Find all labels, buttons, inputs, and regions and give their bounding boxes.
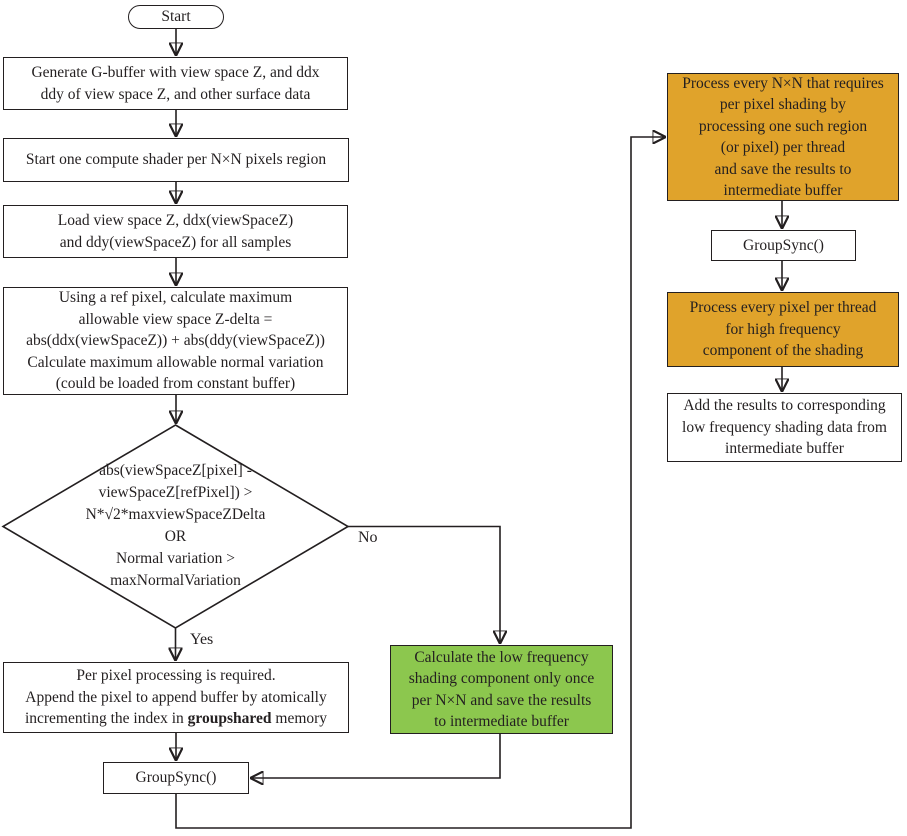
node-start-label: Start	[161, 8, 191, 26]
node-high-frequency: Process every pixel per thread for high …	[667, 292, 899, 367]
node-ref-pixel-calc-text: Using a ref pixel, calculate maximum all…	[26, 289, 325, 393]
node-load-view-space-text: Load view space Z, ddx(viewSpaceZ) and d…	[57, 212, 294, 251]
edge-green-to-groupsync	[252, 734, 501, 778]
node-process-nxn: Process every N×N that requires per pixe…	[667, 73, 899, 201]
node-add-results-text: Add the results to corresponding low fre…	[682, 397, 887, 458]
node-start-compute-shader: Start one compute shader per N×N pixels …	[3, 138, 349, 182]
edge-groupsync-loop-to-orange	[175, 137, 664, 829]
per-pixel-line-2: Append the pixel to append buffer by ato…	[25, 688, 327, 706]
per-pixel-line-3-prefix: incrementing the index in	[24, 710, 188, 728]
edge-label-yes: Yes	[190, 631, 214, 648]
per-pixel-line-3-suffix: memory	[271, 710, 328, 728]
node-load-view-space: Load view space Z, ddx(viewSpaceZ) and d…	[3, 205, 348, 258]
node-per-pixel-required-text: Per pixel processing is required. Append…	[25, 665, 327, 730]
node-add-results: Add the results to corresponding low fre…	[667, 393, 902, 462]
node-per-pixel-required: Per pixel processing is required. Append…	[3, 662, 349, 733]
node-groupsync-left-label: GroupSync()	[135, 769, 217, 787]
per-pixel-line-3: incrementing the index in groupshared me…	[25, 708, 327, 730]
node-high-frequency-text: Process every pixel per thread for high …	[689, 299, 877, 360]
node-groupsync-left: GroupSync()	[103, 762, 249, 794]
edge-decision-no	[348, 525, 500, 643]
node-ref-pixel-calc: Using a ref pixel, calculate maximum all…	[3, 287, 348, 395]
node-start-compute-shader-text: Start one compute shader per N×N pixels …	[25, 151, 327, 169]
per-pixel-line-3-bold: groupshared	[187, 710, 272, 728]
edge-label-no: No	[358, 529, 378, 546]
node-decision-text: abs(viewSpaceZ[pixel] - viewSpaceZ[refPi…	[85, 462, 266, 589]
per-pixel-line-1: Per pixel processing is required.	[76, 667, 276, 685]
node-start: Start	[128, 5, 224, 29]
node-groupsync-right: GroupSync()	[711, 230, 856, 261]
node-process-nxn-text: Process every N×N that requires per pixe…	[682, 74, 884, 200]
node-low-frequency-text: Calculate the low frequency shading comp…	[408, 648, 595, 731]
node-generate-gbuffer-text: Generate G-buffer with view space Z, and…	[31, 64, 320, 103]
node-groupsync-right-label: GroupSync()	[743, 236, 824, 254]
node-low-frequency: Calculate the low frequency shading comp…	[390, 645, 613, 734]
node-generate-gbuffer: Generate G-buffer with view space Z, and…	[3, 57, 348, 110]
